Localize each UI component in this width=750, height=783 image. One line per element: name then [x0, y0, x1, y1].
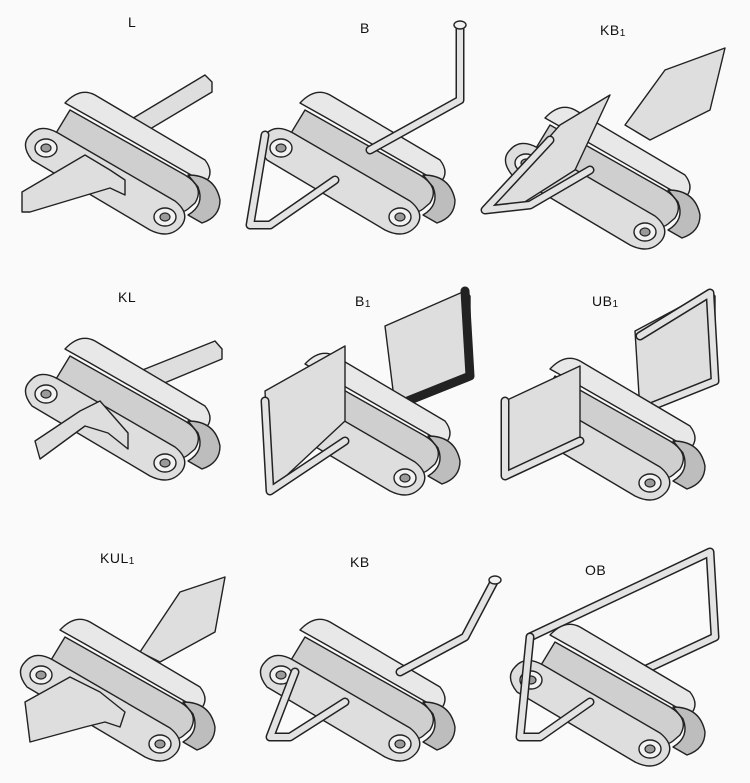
attachment-B: B [245, 0, 500, 261]
attachment-UB1: UB1 [500, 261, 750, 522]
attachment-label: L [128, 14, 137, 30]
B-attachment-drawing [245, 20, 467, 235]
attachment-KL: KL [0, 261, 250, 522]
attachment-label: B1 [355, 293, 371, 310]
attachment-KB1: KB1 [480, 0, 750, 261]
attachment-label: KB1 [600, 22, 626, 39]
KUL1-attachment-drawing [19, 576, 226, 762]
attachment-label: B [360, 20, 370, 36]
attachment-label: KUL1 [100, 550, 135, 567]
attachment-label: OB [585, 562, 607, 578]
KL-attachment-drawing [24, 337, 223, 481]
OB-attachment-drawing [509, 547, 720, 767]
B1-attachment-drawing [260, 286, 475, 496]
KB1-attachment-drawing [480, 47, 726, 250]
attachment-label: KL [118, 289, 137, 305]
attachment-label: UB1 [592, 293, 619, 310]
attachment-OB: OB [500, 522, 750, 783]
attachment-KB: KB [250, 522, 502, 783]
L-attachment-drawing [21, 74, 221, 235]
KB-attachment-drawing [259, 575, 502, 762]
UB1-attachment-drawing [500, 288, 720, 501]
attachment-L: L [0, 0, 250, 261]
attachment-label: KB [350, 554, 370, 570]
attachment-B1: B1 [250, 261, 500, 522]
attachment-KUL1: KUL1 [0, 522, 250, 783]
